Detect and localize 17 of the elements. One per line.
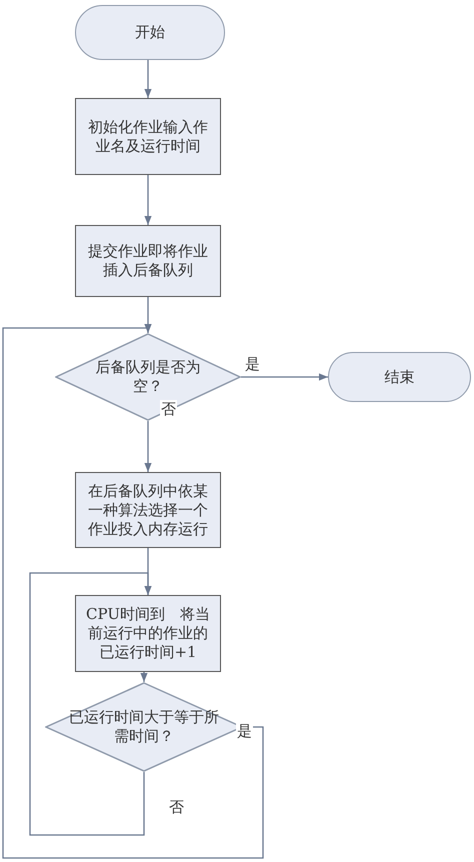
arrow [140, 672, 148, 682]
arrow [144, 421, 152, 472]
edge-label: 是 [236, 722, 253, 740]
terminal-shape: 开始 [75, 5, 225, 60]
process-box: 提交作业即将作业插入后备队列 [75, 225, 221, 297]
terminal-shape: 结束 [328, 352, 471, 402]
arrow [29, 572, 152, 836]
edge-label: 否 [168, 798, 185, 816]
process-box: 在后备队列中依某一种算法选择一个作业投入内存运行 [75, 472, 221, 548]
edge-label: 否 [160, 400, 177, 418]
arrow [144, 60, 152, 98]
arrow [241, 373, 328, 381]
process-box: CPU时间到 将当前运行中的作业的已运行时间+1 [75, 595, 221, 672]
process-box: 初始化作业输入作业名及运行时间 [75, 98, 221, 175]
arrow [144, 175, 152, 225]
edge-label: 是 [244, 355, 261, 373]
arrow [2, 324, 264, 859]
